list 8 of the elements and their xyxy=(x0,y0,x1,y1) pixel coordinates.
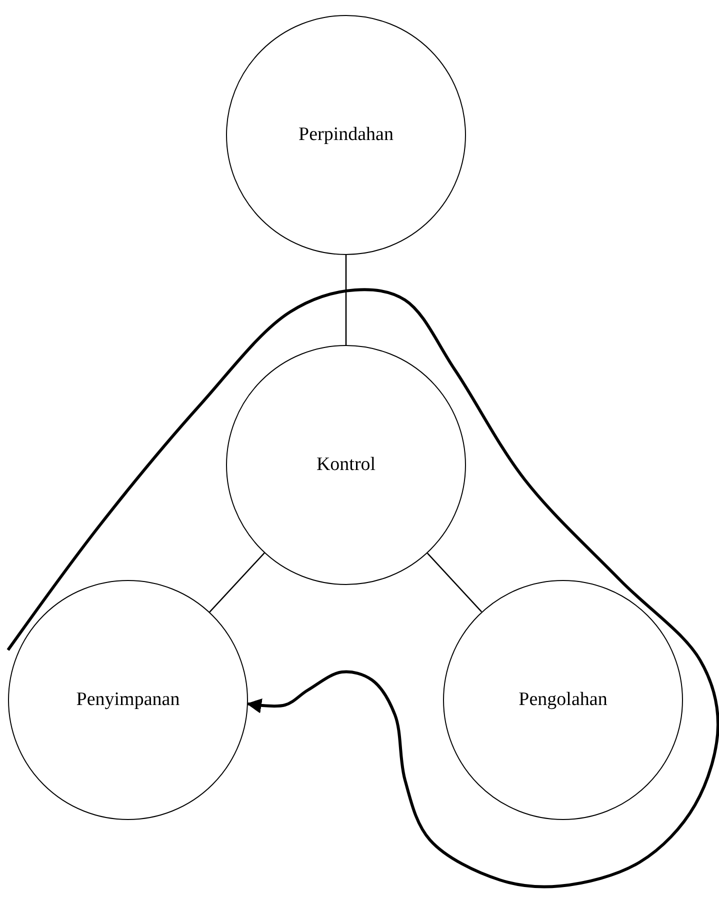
connector-line xyxy=(426,552,482,612)
node-label: Penyimpanan xyxy=(76,689,180,711)
connector-line xyxy=(345,255,347,345)
connector-line xyxy=(209,552,265,612)
curved-arrow xyxy=(6,288,719,888)
node-label: Perpindahan xyxy=(298,124,394,146)
node-label: Kontrol xyxy=(316,454,376,476)
node-label: Pengolahan xyxy=(518,689,608,711)
